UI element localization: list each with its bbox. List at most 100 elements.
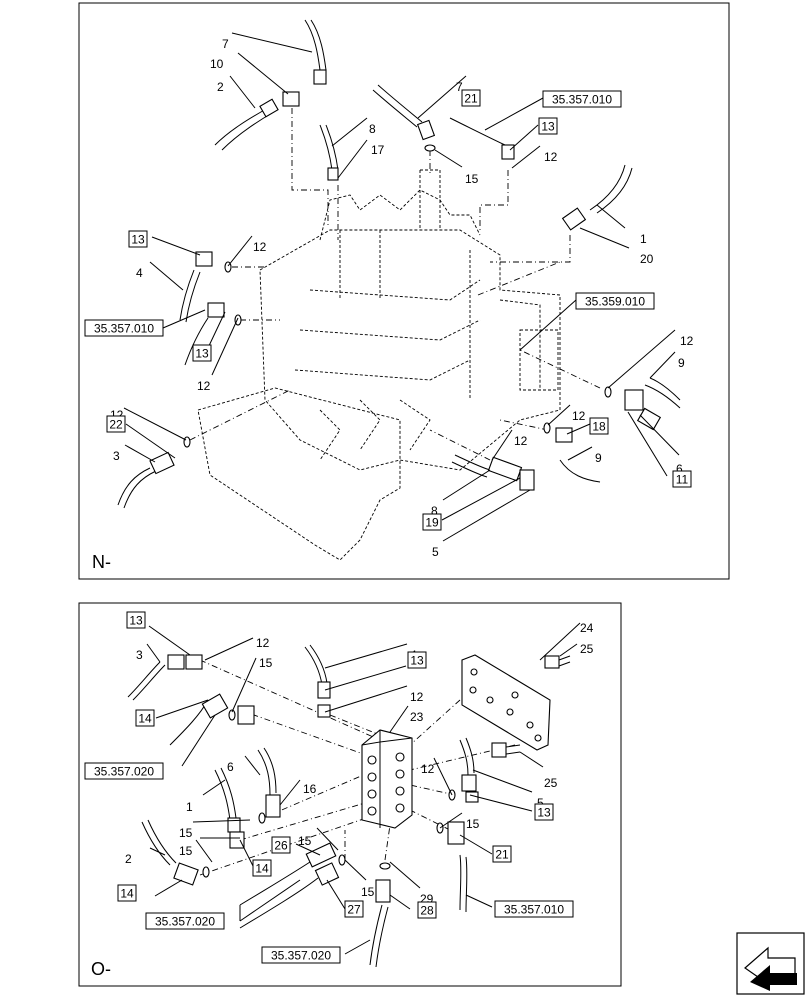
box-nb-21[interactable] bbox=[461, 89, 481, 107]
callout-n-9b: 9 bbox=[595, 451, 602, 465]
callout-o-15f: 15 bbox=[361, 885, 375, 899]
box-nb-13b[interactable] bbox=[128, 230, 148, 248]
box-ob-14c[interactable] bbox=[117, 884, 137, 902]
hose-7-right bbox=[372, 84, 436, 152]
callout-o-15c: 15 bbox=[179, 826, 193, 840]
box-ob-21[interactable] bbox=[492, 845, 512, 863]
callout-o-2: 2 bbox=[125, 852, 132, 866]
label-nr-3[interactable]: 35.359.010 bbox=[585, 295, 645, 309]
box-nb-22[interactable] bbox=[106, 415, 126, 433]
label-ob-28[interactable]: 28 bbox=[420, 904, 434, 918]
routing-lines-n bbox=[189, 108, 601, 461]
box-or-4[interactable] bbox=[261, 946, 341, 964]
label-nb-13b[interactable]: 13 bbox=[131, 233, 145, 247]
box-ob-13b[interactable] bbox=[407, 651, 427, 669]
callout-o-6: 6 bbox=[227, 760, 234, 774]
callout-n-12a: 12 bbox=[544, 150, 558, 164]
callout-n-20: 20 bbox=[640, 252, 654, 266]
hose-o-35357020-top bbox=[169, 693, 255, 746]
callout-n-8b: 8 bbox=[431, 504, 438, 518]
box-nr-1[interactable] bbox=[542, 90, 622, 108]
callout-n-7a: 7 bbox=[222, 37, 229, 51]
callout-n-12e: 12 bbox=[572, 409, 586, 423]
label-or-2[interactable]: 35.357.020 bbox=[155, 915, 215, 929]
hose-o-27 bbox=[239, 862, 340, 929]
hose-1 bbox=[561, 164, 633, 231]
box-nr-3[interactable] bbox=[575, 292, 655, 310]
label-nb-22[interactable]: 22 bbox=[109, 418, 123, 432]
label-nb-11[interactable]: 11 bbox=[676, 473, 689, 487]
label-nb-13c[interactable]: 13 bbox=[195, 347, 209, 361]
box-nb-11[interactable] bbox=[672, 470, 692, 488]
label-ob-27[interactable]: 27 bbox=[347, 903, 361, 917]
callout-n-5: 5 bbox=[432, 545, 439, 559]
leaders-n bbox=[123, 32, 680, 542]
callout-o-12b: 12 bbox=[410, 690, 424, 704]
box-ob-14a[interactable] bbox=[135, 709, 155, 727]
box-or-1[interactable] bbox=[84, 762, 164, 780]
callout-n-12d: 12 bbox=[680, 334, 694, 348]
callout-o-25b: 25 bbox=[544, 776, 558, 790]
box-nb-18[interactable] bbox=[589, 417, 609, 435]
hose-o-28 bbox=[369, 862, 391, 968]
label-ob-13a[interactable]: 13 bbox=[129, 614, 143, 628]
callout-n-15: 15 bbox=[465, 172, 479, 186]
callout-n-12b: 12 bbox=[253, 240, 267, 254]
box-or-2[interactable] bbox=[145, 912, 225, 930]
previous-page-arrow-icon[interactable] bbox=[736, 932, 805, 995]
hose-35357010-top bbox=[449, 117, 515, 160]
label-ob-21[interactable]: 21 bbox=[495, 848, 509, 862]
box-nb-19[interactable] bbox=[422, 513, 442, 531]
label-or-3[interactable]: 35.357.010 bbox=[504, 903, 564, 917]
box-or-3[interactable] bbox=[494, 900, 574, 918]
callout-n-7b: 7 bbox=[456, 80, 463, 94]
label-ob-13b[interactable]: 13 bbox=[410, 654, 424, 668]
box-ob-28[interactable] bbox=[417, 901, 437, 919]
hose-o-3 bbox=[127, 654, 203, 701]
box-nb-13c[interactable] bbox=[192, 344, 212, 362]
label-ob-26[interactable]: 26 bbox=[274, 839, 288, 853]
label-or-1[interactable]: 35.357.020 bbox=[94, 765, 154, 779]
box-ob-26[interactable] bbox=[271, 836, 291, 854]
label-nb-19[interactable]: 19 bbox=[425, 516, 439, 530]
label-nb-13a[interactable]: 13 bbox=[541, 120, 555, 134]
control-valve-body bbox=[197, 169, 561, 561]
box-ob-13a[interactable] bbox=[126, 611, 146, 629]
label-ob-14c[interactable]: 14 bbox=[120, 887, 134, 901]
callout-n-10: 10 bbox=[210, 57, 224, 71]
label-nr-2[interactable]: 35.357.010 bbox=[94, 322, 154, 336]
label-ob-14b[interactable]: 14 bbox=[255, 862, 269, 876]
hose-4 bbox=[179, 251, 232, 323]
label-nr-1[interactable]: 35.357.010 bbox=[552, 93, 612, 107]
panel-n-frame bbox=[78, 2, 730, 580]
callout-o-15a: 15 bbox=[259, 656, 273, 670]
box-ob-27[interactable] bbox=[344, 900, 364, 918]
callout-o-3: 3 bbox=[136, 648, 143, 662]
box-nr-2[interactable] bbox=[84, 319, 164, 337]
callout-n-9a: 9 bbox=[678, 356, 685, 370]
box-ob-13c[interactable] bbox=[534, 803, 554, 821]
mounting-plate bbox=[461, 654, 551, 751]
hose-o-6 bbox=[257, 747, 281, 824]
callout-o-12c: 12 bbox=[421, 762, 435, 776]
label-nb-18[interactable]: 18 bbox=[592, 420, 606, 434]
callout-o-23: 23 bbox=[410, 710, 424, 724]
box-nb-13a[interactable] bbox=[538, 117, 558, 135]
callout-n-6: 6 bbox=[676, 462, 683, 476]
label-or-4[interactable]: 35.357.020 bbox=[271, 949, 331, 963]
callout-o-24: 24 bbox=[580, 621, 594, 635]
hose-o-1 bbox=[214, 767, 245, 849]
label-ob-13c[interactable]: 13 bbox=[537, 806, 551, 820]
box-ob-14b[interactable] bbox=[252, 859, 272, 877]
hose-o-5 bbox=[448, 737, 479, 803]
hose-35357010-left bbox=[184, 302, 242, 366]
label-ob-14a[interactable]: 14 bbox=[138, 712, 152, 726]
hose-o-2 bbox=[141, 819, 210, 886]
hose-8-bottom bbox=[451, 454, 535, 491]
label-nb-21[interactable]: 21 bbox=[464, 92, 478, 106]
hose-3 bbox=[117, 436, 191, 509]
hose-o-21 bbox=[436, 821, 468, 913]
callout-o-15e: 15 bbox=[298, 834, 312, 848]
